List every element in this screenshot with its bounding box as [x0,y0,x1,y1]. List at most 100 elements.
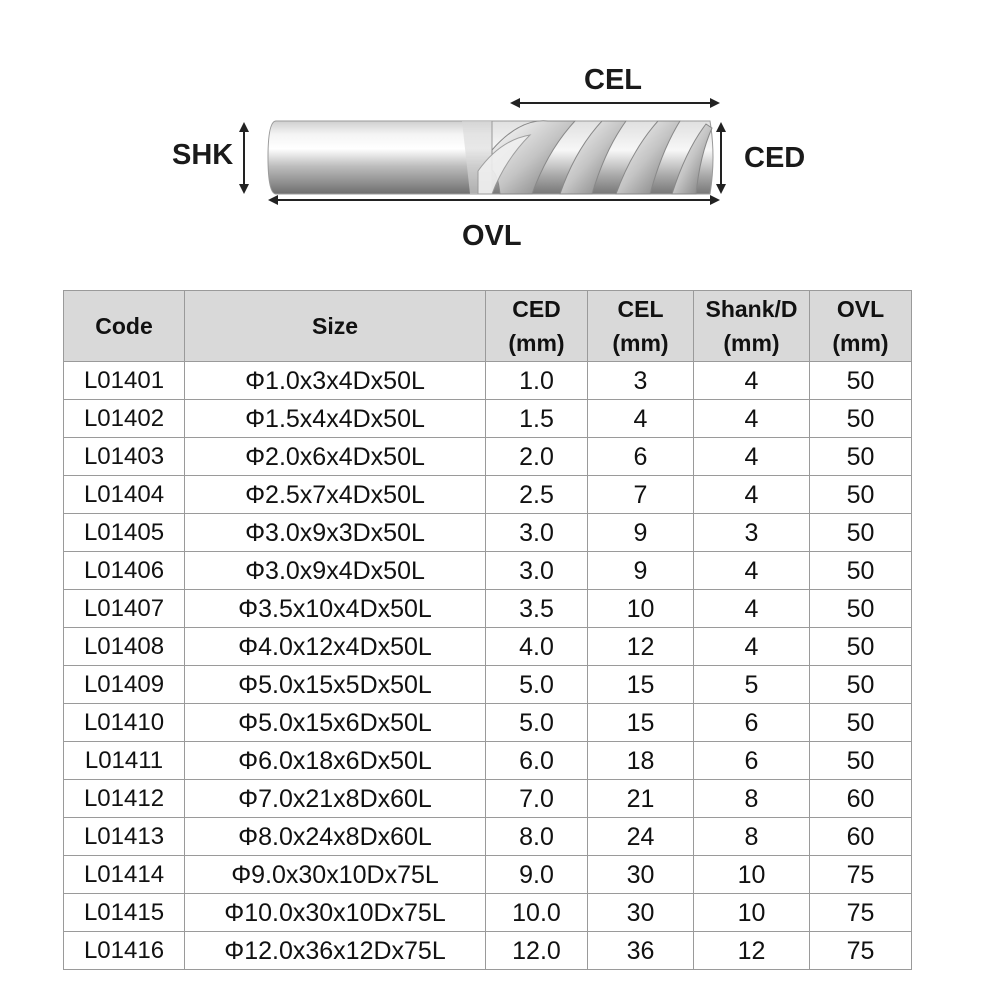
header-unit: (mm) [508,330,565,356]
cell-code: L01415 [63,893,185,932]
cell-ovl: 50 [809,551,912,590]
cell-code: L01406 [63,551,185,590]
cell-shank: 4 [693,399,810,438]
cell-code: L01409 [63,665,185,704]
cell-ced: 5.0 [485,703,588,742]
header-label: Code [95,313,153,339]
cell-ovl: 75 [809,855,912,894]
cell-cel: 36 [587,931,694,970]
header-label: Shank/D [705,296,798,322]
cell-ovl: 50 [809,627,912,666]
spec-table-header: Code Size CED (mm) CEL (mm) Shank/D(mm) OVL (mm) [63,290,912,362]
cell-shank: 5 [693,665,810,704]
cell-ovl: 50 [809,513,912,552]
cell-ovl: 60 [809,779,912,818]
header-row: Code Size CED (mm) CEL (mm) Shank/D(mm) OVL (mm) [63,290,912,362]
cell-ced: 1.5 [485,399,588,438]
cell-cel: 3 [587,361,694,400]
cell-ced: 8.0 [485,817,588,856]
header-label: CED [512,296,561,322]
cell-size: Φ1.0x3x4Dx50L [184,361,486,400]
end-mill-diagram: CEL SHK CED OVL [0,0,1000,280]
cell-size: Φ10.0x30x10Dx75L [184,893,486,932]
cell-cel: 24 [587,817,694,856]
cell-ovl: 75 [809,893,912,932]
cell-code: L01412 [63,779,185,818]
header-label: OVL [836,296,885,322]
cell-shank: 4 [693,589,810,628]
cell-cel: 9 [587,513,694,552]
cell-cel: 6 [587,437,694,476]
cell-size: Φ2.0x6x4Dx50L [184,437,486,476]
cell-ced: 7.0 [485,779,588,818]
header-ced: CED (mm) [485,290,588,362]
header-unit: (mm) [832,330,889,356]
header-code: Code [63,290,185,362]
cell-size: Φ6.0x18x6Dx50L [184,741,486,780]
cell-size: Φ12.0x36x12Dx75L [184,931,486,970]
header-label: Size [311,313,359,339]
ovl-dimension-arrow [268,195,720,205]
cell-ced: 3.0 [485,551,588,590]
cell-shank: 10 [693,893,810,932]
cell-size: Φ9.0x30x10Dx75L [184,855,486,894]
spec-table: Code Size CED (mm) CEL (mm) Shank/D(mm) OVL (mm)… [63,290,912,970]
cell-shank: 4 [693,627,810,666]
cell-shank: 6 [693,741,810,780]
cell-code: L01404 [63,475,185,514]
header-label: CEL [617,296,664,322]
cell-shank: 6 [693,703,810,742]
cell-ced: 3.0 [485,513,588,552]
cell-cel: 10 [587,589,694,628]
cell-code: L01414 [63,855,185,894]
cell-size: Φ5.0x15x6Dx50L [184,703,486,742]
cell-ced: 1.0 [485,361,588,400]
ovl-label: OVL [462,220,522,252]
cell-code: L01411 [63,741,185,780]
cell-cel: 15 [587,665,694,704]
cell-ovl: 60 [809,817,912,856]
cell-shank: 8 [693,817,810,856]
cell-ced: 3.5 [485,589,588,628]
cell-cel: 12 [587,627,694,666]
cell-ced: 5.0 [485,665,588,704]
cell-ovl: 50 [809,361,912,400]
cell-code: L01416 [63,931,185,970]
cell-code: L01408 [63,627,185,666]
cell-ovl: 50 [809,399,912,438]
cell-ced: 12.0 [485,931,588,970]
cell-size: Φ3.0x9x3Dx50L [184,513,486,552]
cell-shank: 4 [693,361,810,400]
cell-ced: 4.0 [485,627,588,666]
shank [267,120,493,195]
cell-cel: 30 [587,855,694,894]
cell-shank: 8 [693,779,810,818]
header-shank: Shank/D(mm) [693,290,810,362]
shk-label: SHK [172,139,234,171]
cell-cel: 15 [587,703,694,742]
cell-size: Φ8.0x24x8Dx60L [184,817,486,856]
cell-code: L01410 [63,703,185,742]
cell-size: Φ7.0x21x8Dx60L [184,779,486,818]
cell-shank: 3 [693,513,810,552]
cel-label: CEL [584,64,642,96]
cell-size: Φ5.0x15x5Dx50L [184,665,486,704]
cell-ovl: 50 [809,437,912,476]
cell-shank: 4 [693,475,810,514]
cell-size: Φ3.0x9x4Dx50L [184,551,486,590]
cell-ovl: 50 [809,475,912,514]
cell-cel: 7 [587,475,694,514]
cell-shank: 4 [693,437,810,476]
cell-code: L01402 [63,399,185,438]
